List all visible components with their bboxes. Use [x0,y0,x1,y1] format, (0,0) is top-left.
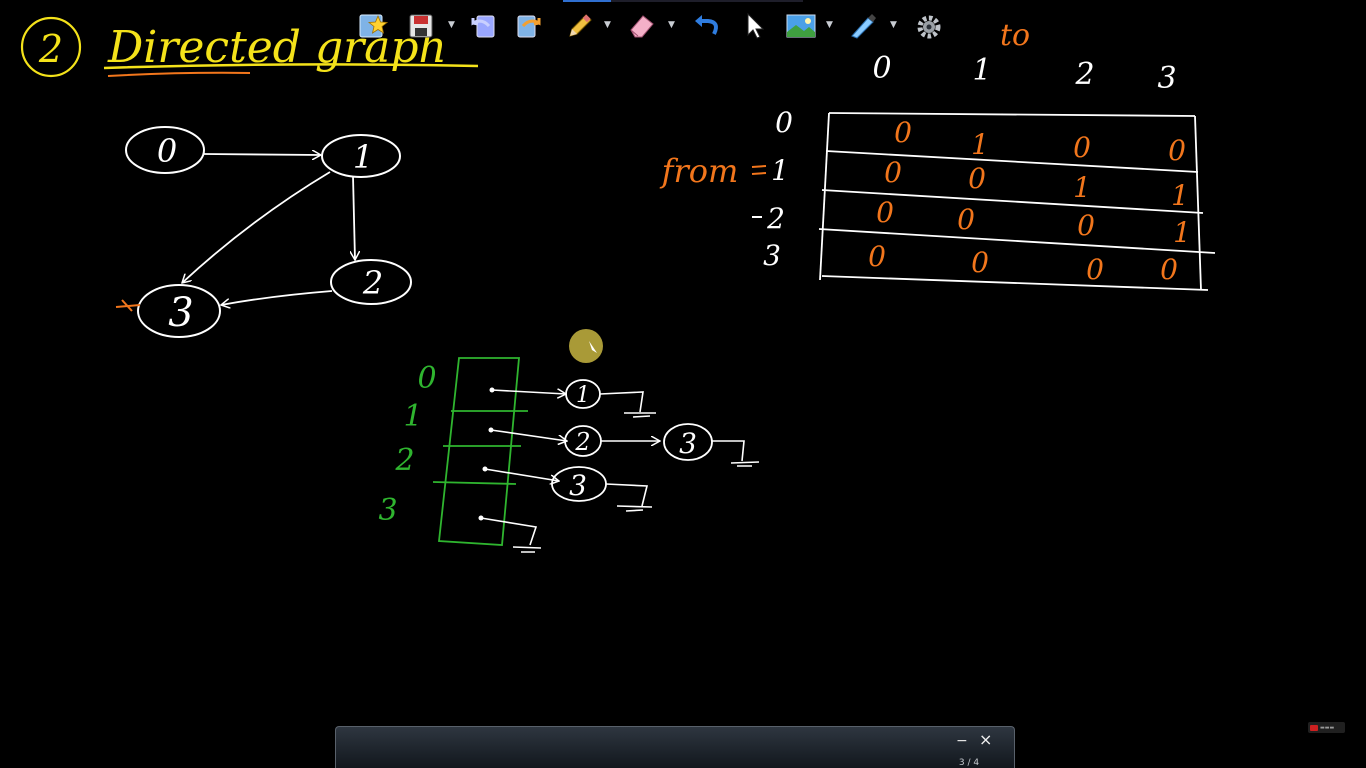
video-progress-fill [563,0,611,2]
graph-node-2: 2 [330,259,412,305]
graph-node-1: 1 [321,134,401,178]
matrix-row-labels: 0 1 2 3 [763,106,793,272]
title: 2 Directed graph [20,16,479,78]
directed-graph: 0 1 2 3 [115,126,412,338]
eraser-dropdown-arrow[interactable]: ▼ [668,20,675,30]
matrix-row-label-2: 2 [766,202,785,235]
graph-node-0: 0 [125,126,205,174]
image-dropdown-arrow[interactable]: ▼ [826,20,833,30]
edge-2-3 [221,290,333,305]
matrix-cell-1-1: 0 [968,162,986,195]
edge-0-1 [203,154,321,155]
title-number: 2 [38,27,63,71]
highlighter-icon[interactable] [848,10,878,40]
pointer-cursor [569,329,603,363]
matrix-col-labels: 0 1 2 3 [872,51,1176,96]
list-node-2-3: 3 [551,466,653,512]
matrix-grid [818,112,1216,291]
list-pointers [478,387,568,553]
list-node-1-3: 3 [663,423,760,467]
title-number-circle [20,16,82,78]
title-underline-orange [107,71,251,77]
matrix-col-label-1: 1 [972,53,991,88]
matrix-cell-0-0: 0 [894,116,912,149]
list-index-2: 2 [394,443,414,478]
cursor-icon[interactable] [740,10,770,40]
video-progress-bar[interactable] [563,0,803,2]
matrix-cell-3-0: 0 [868,240,886,273]
graph-node-0-label: 0 [157,132,177,170]
matrix-cell-1-2: 1 [1073,171,1091,204]
list-node-1-3-label: 3 [679,427,697,460]
matrix-cell-0-3: 0 [1168,134,1186,167]
eraser-icon[interactable] [626,10,656,40]
toolbar-minimize-button[interactable]: − [956,733,968,749]
annotation-toolbar [335,726,1015,768]
matrix-cell-1-0: 0 [884,156,902,189]
matrix-cell-2-2: 0 [1077,209,1095,242]
matrix-col-label-0: 0 [872,51,891,86]
save-icon[interactable] [406,10,436,40]
matrix-cell-2-0: 0 [876,196,894,229]
matrix-col-header: to [1000,18,1030,53]
matrix-row-label-3: 3 [763,239,781,272]
matrix-cell-2-3: 1 [1173,216,1191,249]
subscribe-badge[interactable]: ▬▬▬ [1308,722,1345,733]
list-node-0-1: 1 [565,379,656,418]
from-equals-sign [751,165,767,175]
graph-node-3: 3 [137,284,221,338]
graph-node-3-label: 3 [168,290,193,336]
redo-icon[interactable] [514,10,544,40]
subscribe-label: ▬▬▬ [1320,724,1335,731]
pen-dropdown-arrow[interactable]: ▼ [604,20,611,30]
list-node-1-2: 2 [564,425,660,457]
youtube-icon [1310,724,1318,731]
matrix-cell-0-1: 1 [971,128,989,161]
graph-node-2-label: 2 [362,264,383,302]
settings-icon[interactable] [914,10,944,40]
list-index-1: 1 [403,399,422,434]
matrix-cell-0-2: 0 [1073,131,1091,164]
list-node-2-3-label: 3 [569,469,587,502]
matrix-cell-1-3: 1 [1171,179,1189,212]
image-icon[interactable] [786,10,816,40]
matrix-cell-3-1: 0 [971,246,989,279]
page-counter: 3 / 4 [958,758,980,768]
title-underline [103,63,479,70]
list-index-3: 3 [378,493,397,528]
save-dropdown-arrow[interactable]: ▼ [448,20,455,30]
matrix-col-label-3: 3 [1157,61,1176,96]
undo-arrow-icon[interactable] [692,10,722,40]
list-index-0: 0 [417,361,436,396]
matrix-row-label-1: 1 [771,154,789,187]
matrix-cell-2-1: 0 [957,203,975,236]
edge-1-2 [353,175,355,260]
undo-icon[interactable] [468,10,498,40]
list-node-1-2-label: 2 [574,428,590,456]
matrix-row-header: from [660,152,739,190]
matrix-cell-3-3: 0 [1160,253,1178,286]
pen-icon[interactable] [564,10,594,40]
list-node-0-1-label: 1 [576,383,590,408]
toolbar-close-button[interactable]: × [979,730,993,749]
matrix-col-label-2: 2 [1074,57,1094,92]
highlighter-dropdown-arrow[interactable]: ▼ [890,20,897,30]
matrix-row-label-0: 0 [775,106,793,139]
node-3-orange-mark [115,299,141,312]
graph-node-1-label: 1 [353,138,373,176]
matrix-cell-3-2: 0 [1086,253,1104,286]
star-icon[interactable] [358,10,388,40]
list-array-box [432,357,528,546]
list-indices: 01 2 3 [378,361,436,528]
edge-1-3 [182,171,331,283]
